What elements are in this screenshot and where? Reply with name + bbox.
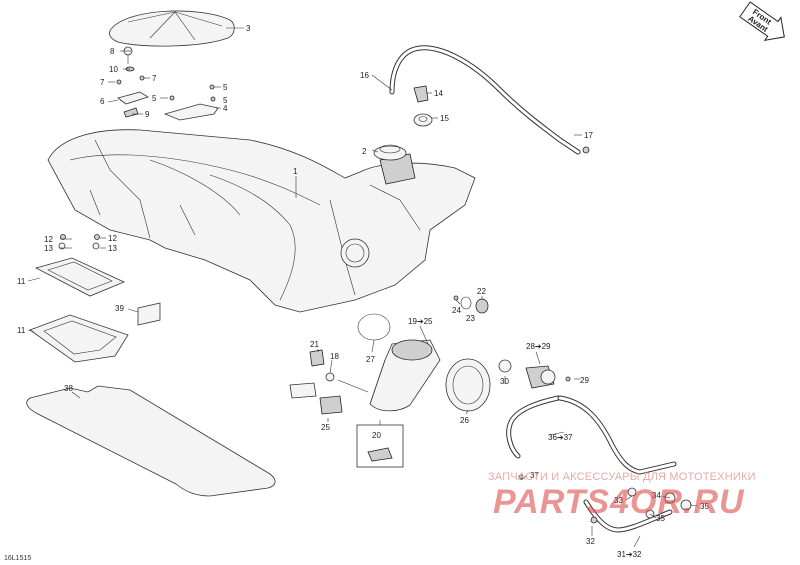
callout-35-bottom: 35 xyxy=(656,514,665,523)
part-30-clamp xyxy=(498,359,512,373)
part-20-filter xyxy=(356,424,404,468)
callout-13-left: 13 xyxy=(44,244,53,253)
callout-33: 33 xyxy=(614,496,623,505)
part-12-13-fasteners xyxy=(58,234,100,250)
callout-15: 15 xyxy=(440,114,449,123)
part-28-pressure-regulator xyxy=(525,365,556,389)
callout-23: 23 xyxy=(466,314,475,323)
callout-24: 24 xyxy=(452,306,461,315)
callout-18: 18 xyxy=(330,352,339,361)
callout-labels: 3 8 10 7 7 6 5 5 5 9 4 16 14 15 17 2 1 1… xyxy=(17,24,709,559)
callout-7-right: 7 xyxy=(152,74,157,83)
callout-4: 4 xyxy=(223,104,228,113)
callout-38: 38 xyxy=(64,384,73,393)
callout-30: 30 xyxy=(500,377,509,386)
part-4-bracket xyxy=(163,103,219,121)
callout-11-bottom: 11 xyxy=(17,326,26,335)
watermark-logo: PARTS4OR.RU xyxy=(493,483,745,521)
part-15-grommet xyxy=(413,113,433,127)
callout-8: 8 xyxy=(110,47,115,56)
front-direction-badge: Front Avant xyxy=(739,1,785,42)
part-39-pad xyxy=(137,302,161,326)
callout-3: 3 xyxy=(246,24,251,33)
callout-17: 17 xyxy=(584,131,593,140)
part-37-clip xyxy=(518,474,524,480)
callout-37: 37 xyxy=(530,471,539,480)
part-14-valve xyxy=(413,85,429,103)
callout-9: 9 xyxy=(145,110,150,119)
part-38-mat xyxy=(26,385,276,497)
callout-10: 10 xyxy=(109,65,118,74)
callout-2: 2 xyxy=(362,147,367,156)
callout-12-left: 12 xyxy=(44,235,53,244)
part-8-bolt xyxy=(123,46,133,64)
part-1-fuel-tank xyxy=(47,129,476,313)
part-5-screws xyxy=(169,84,216,102)
callout-25: 25 xyxy=(321,423,330,432)
callout-16: 16 xyxy=(360,71,369,80)
callout-5-right: 5 xyxy=(223,96,228,105)
part-11-upper-tray xyxy=(34,257,125,297)
watermark-tagline: ЗАПЧАСТИ И АКСЕССУАРЫ ДЛЯ МОТОТЕХНИКИ xyxy=(488,471,756,483)
callout-6: 6 xyxy=(100,97,105,106)
callout-22: 22 xyxy=(477,287,486,296)
part-9-latch xyxy=(123,107,139,118)
callout-21: 21 xyxy=(310,340,319,349)
part-29-screw xyxy=(565,376,571,382)
part-11-lower-tray xyxy=(29,314,129,363)
callout-27: 27 xyxy=(366,355,375,364)
callout-36-37: 36➔37 xyxy=(548,433,573,442)
part-19-fuel-pump xyxy=(369,339,441,412)
callout-5-top: 5 xyxy=(223,83,228,92)
part-36-fuel-hose xyxy=(506,395,677,475)
callout-26: 26 xyxy=(460,416,469,425)
callout-28-29: 28➔29 xyxy=(526,342,551,351)
part-16-vent-hose xyxy=(389,45,581,155)
part-6-bracket xyxy=(117,91,149,105)
callout-31-32: 31➔32 xyxy=(617,550,642,559)
part-3-cover xyxy=(109,10,235,47)
callout-5-mid: 5 xyxy=(152,94,157,103)
callout-39: 39 xyxy=(115,304,124,313)
part-21-18-fitting xyxy=(309,349,369,393)
callout-11-top: 11 xyxy=(17,277,26,286)
part-31-fuel-hose xyxy=(583,499,673,533)
part-32-clamp xyxy=(590,516,598,524)
callout-19-25: 19➔25 xyxy=(408,317,433,326)
callout-13-right: 13 xyxy=(108,244,117,253)
part-7-screws xyxy=(116,75,145,85)
callout-20: 20 xyxy=(372,431,381,440)
callout-32: 32 xyxy=(586,537,595,546)
part-2-fuel-cap xyxy=(373,144,407,161)
diagram-code: 16L1515 xyxy=(4,555,32,562)
part-26-lock-ring xyxy=(445,358,491,412)
callout-12-right: 12 xyxy=(108,234,117,243)
callout-35-right: 35 xyxy=(700,502,709,511)
callout-34: 34 xyxy=(652,491,661,500)
leader-lines xyxy=(27,27,699,548)
part-25-connector xyxy=(289,382,343,415)
part-17-hose-end xyxy=(582,146,590,154)
callout-7-left: 7 xyxy=(100,78,105,87)
callout-1: 1 xyxy=(293,167,298,176)
callout-14: 14 xyxy=(434,89,443,98)
callout-29: 29 xyxy=(580,376,589,385)
part-27-oring xyxy=(357,313,391,341)
